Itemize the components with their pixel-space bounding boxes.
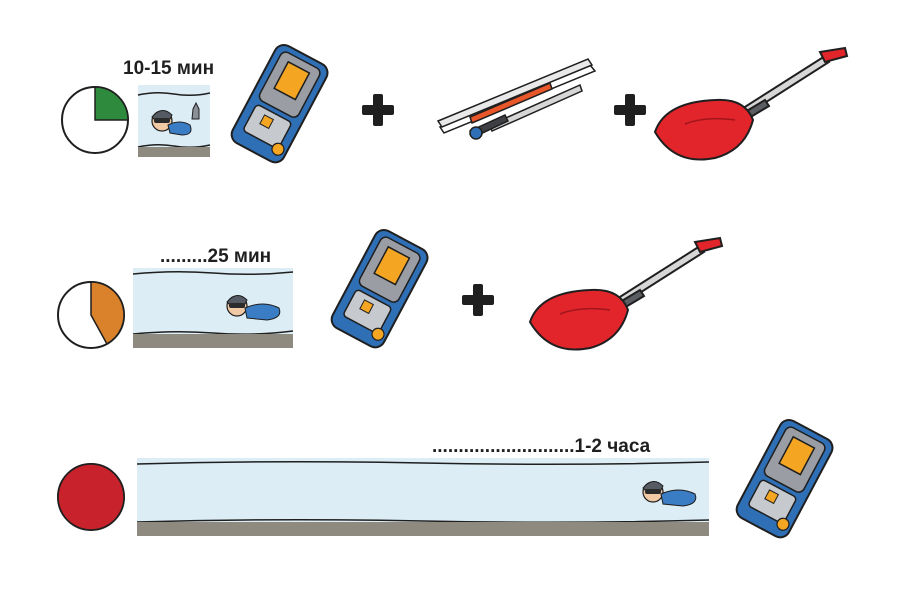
buried-person-scene <box>137 85 211 157</box>
person-icon <box>642 481 697 507</box>
plus-icon <box>362 94 394 126</box>
avalanche-shovel-icon <box>653 46 849 161</box>
time-label: .........25 мин <box>160 246 272 267</box>
clock-elapsed-wedge <box>94 86 129 121</box>
avalanche-shovel-icon <box>528 236 724 351</box>
clock-icon <box>57 463 125 531</box>
person-icon <box>151 101 200 136</box>
time-label: ...........................1-2 часа <box>432 436 651 457</box>
avalanche-beacon-icon <box>230 43 329 164</box>
time-label: 10-15 мин <box>123 58 215 79</box>
plus-icon <box>462 284 494 316</box>
person-icon <box>226 295 281 321</box>
avalanche-beacon-icon <box>735 418 834 539</box>
avalanche-probe-icon <box>436 58 597 140</box>
scenario-row-2: .........25 мин <box>0 200 900 380</box>
scenario-row-1: 10-15 мин <box>0 0 900 200</box>
clock-icon <box>61 86 129 154</box>
clock-icon <box>57 281 125 349</box>
avalanche-beacon-icon <box>330 228 429 349</box>
plus-icon <box>614 94 646 126</box>
clock-elapsed-wedge <box>90 281 125 345</box>
buried-person-scene <box>132 268 294 348</box>
scenario-row-3: ...........................1-2 часа <box>0 400 900 600</box>
clock-elapsed-wedge <box>57 463 125 531</box>
buried-person-scene <box>136 458 710 536</box>
